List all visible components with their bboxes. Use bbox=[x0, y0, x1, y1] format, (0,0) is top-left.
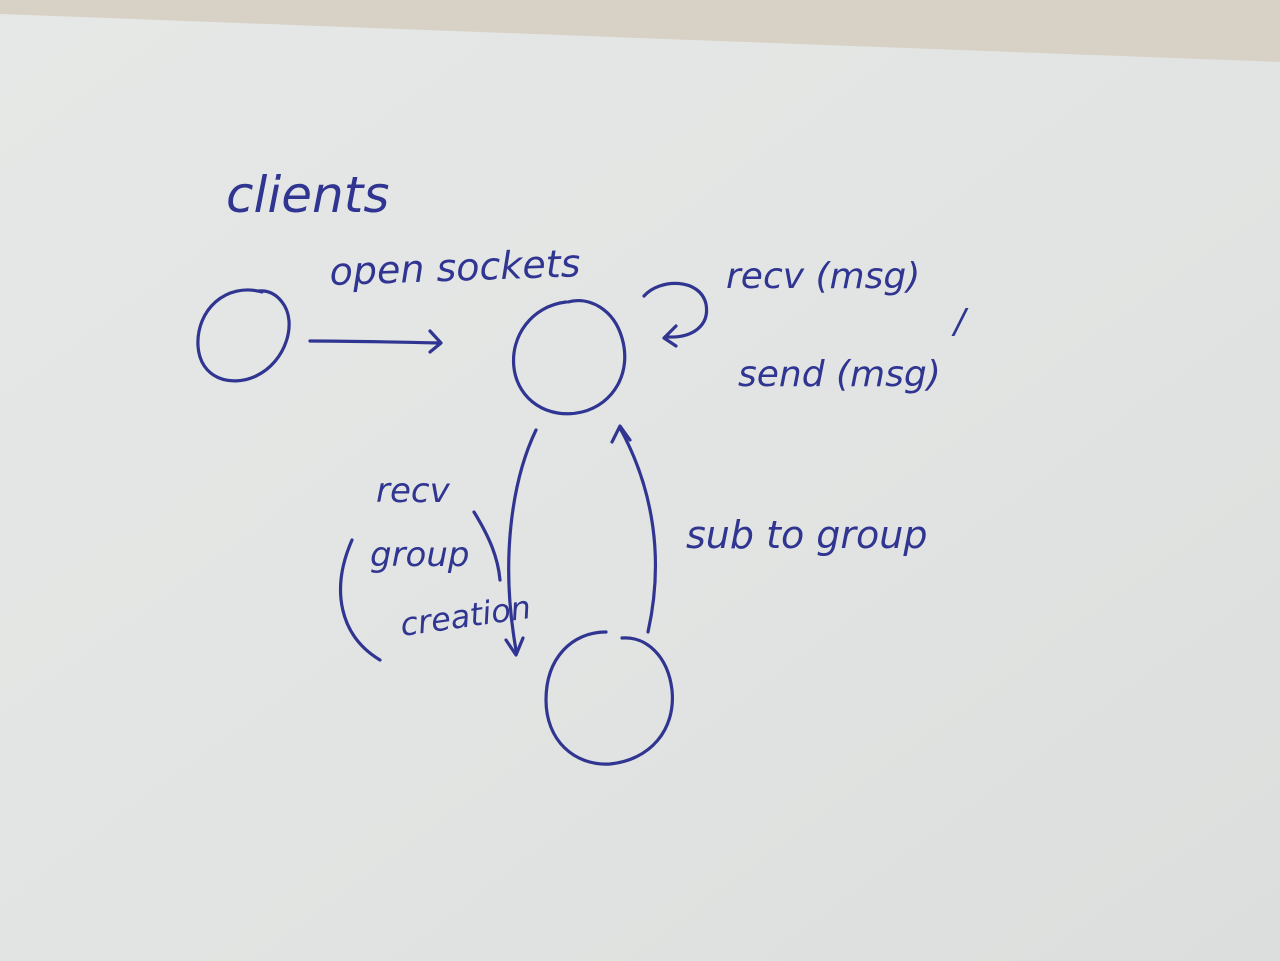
sub-to-group-arrowhead bbox=[610, 424, 632, 444]
label-sub-to-group: sub to group bbox=[686, 513, 928, 557]
self-loop-arrow bbox=[642, 281, 709, 339]
self-loop-arrowhead bbox=[662, 324, 678, 348]
client-node-circle bbox=[196, 288, 291, 383]
recv-group-creation-arrow bbox=[507, 428, 538, 652]
server-node-circle bbox=[511, 299, 627, 416]
label-open-sockets: open sockets bbox=[329, 241, 581, 294]
right-parenthesis bbox=[472, 510, 502, 582]
open-sockets-arrow bbox=[308, 339, 442, 345]
label-recv: recv bbox=[376, 471, 451, 511]
label-send-msg: send (msg) bbox=[738, 354, 941, 395]
label-slash: / bbox=[951, 302, 969, 342]
label-recv-msg: recv (msg) bbox=[726, 256, 920, 297]
sub-to-group-arrow bbox=[618, 426, 658, 634]
left-parenthesis bbox=[339, 538, 382, 662]
recv-group-creation-arrowhead bbox=[504, 636, 525, 657]
label-group: group bbox=[370, 535, 470, 575]
open-sockets-arrowhead bbox=[428, 329, 443, 354]
group-node-circle bbox=[544, 630, 674, 766]
title-clients: clients bbox=[226, 166, 389, 224]
paper-sheet bbox=[0, 14, 1280, 961]
